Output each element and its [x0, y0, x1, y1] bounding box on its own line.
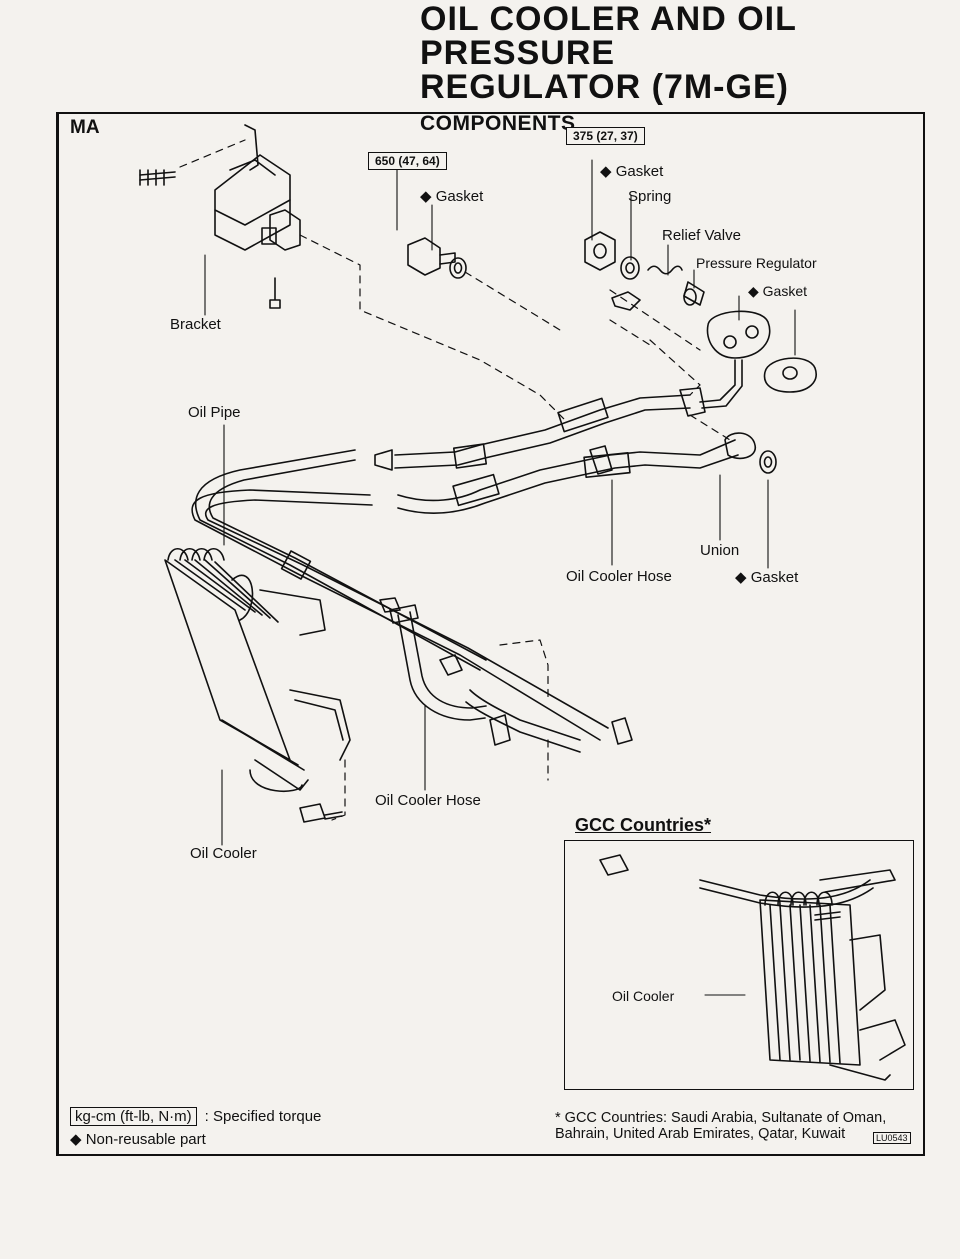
oil-cooler-drawing — [164, 547, 351, 823]
title-block: OIL COOLER AND OIL PRESSURE REGULATOR (7… — [420, 2, 960, 136]
gcc-label-oil-cooler: Oil Cooler — [612, 988, 675, 1004]
label-oil-pipe: Oil Pipe — [188, 404, 241, 421]
gcc-oil-cooler-drawing — [599, 854, 906, 1081]
torque-spec-union-bolt: 650 (47, 64) — [368, 152, 447, 170]
section-tag: MA — [70, 117, 100, 138]
non-reusable-mark: ◆ — [600, 163, 612, 180]
legend-nonreusable: ◆ Non-reusable part — [70, 1130, 206, 1148]
figure-code: LU0543 — [873, 1132, 911, 1144]
legend-torque-units: kg-cm (ft-lb, N·m) — [70, 1107, 197, 1126]
label-bracket: Bracket — [170, 316, 221, 333]
label-relief-valve: Relief Valve — [662, 227, 741, 244]
non-reusable-mark: ◆ — [420, 188, 432, 205]
pressure-regulator-drawing — [699, 310, 817, 409]
oil-pipe-drawing — [191, 449, 633, 753]
label-oil-cooler: Oil Cooler — [190, 845, 257, 862]
gcc-countries-title: GCC Countries* — [575, 815, 712, 835]
page-title-line-1: OIL COOLER AND OIL PRESSURE — [420, 0, 797, 72]
page-subtitle: COMPONENTS — [420, 112, 576, 135]
legend-torque: kg-cm (ft-lb, N·m) : Specified torque — [70, 1107, 322, 1126]
label-gasket-regulator: ◆ Gasket — [748, 283, 808, 299]
diagram-frame — [56, 112, 925, 1156]
middle-oil-cooler-hose-drawing — [389, 604, 487, 721]
torque-spec-relief-plug: 375 (27, 37) — [566, 127, 645, 145]
lower-hose-drawing — [397, 432, 777, 514]
union-bolt-gasket-drawing — [407, 237, 467, 279]
bracket-drawing — [139, 124, 301, 309]
relief-valve-stack-drawing — [584, 231, 705, 311]
non-reusable-mark: ◆ — [748, 283, 759, 299]
page-title-line-2: REGULATOR (7M-GE) — [420, 68, 789, 106]
label-oil-cooler-hose-lower: Oil Cooler Hose — [375, 792, 481, 809]
gcc-footnote: * GCC Countries: Saudi Arabia, Sultanate… — [555, 1110, 887, 1142]
non-reusable-mark: ◆ — [70, 1131, 82, 1148]
label-spring: Spring — [628, 188, 672, 205]
label-union: Union — [700, 542, 740, 559]
label-oil-cooler-hose-upper: Oil Cooler Hose — [566, 568, 672, 585]
label-pressure-regulator: Pressure Regulator — [696, 255, 817, 271]
label-gasket-plug: ◆ Gasket — [600, 163, 664, 180]
gcc-inset-frame — [564, 840, 914, 1090]
upper-hose-drawing — [374, 387, 706, 471]
label-gasket-union: ◆ Gasket — [420, 188, 484, 205]
legend-torque-text: : Specified torque — [204, 1108, 322, 1125]
legend-nonreusable-text: Non-reusable part — [85, 1131, 206, 1148]
label-gasket-union-lower: ◆ Gasket — [735, 569, 799, 586]
non-reusable-mark: ◆ — [735, 569, 747, 586]
